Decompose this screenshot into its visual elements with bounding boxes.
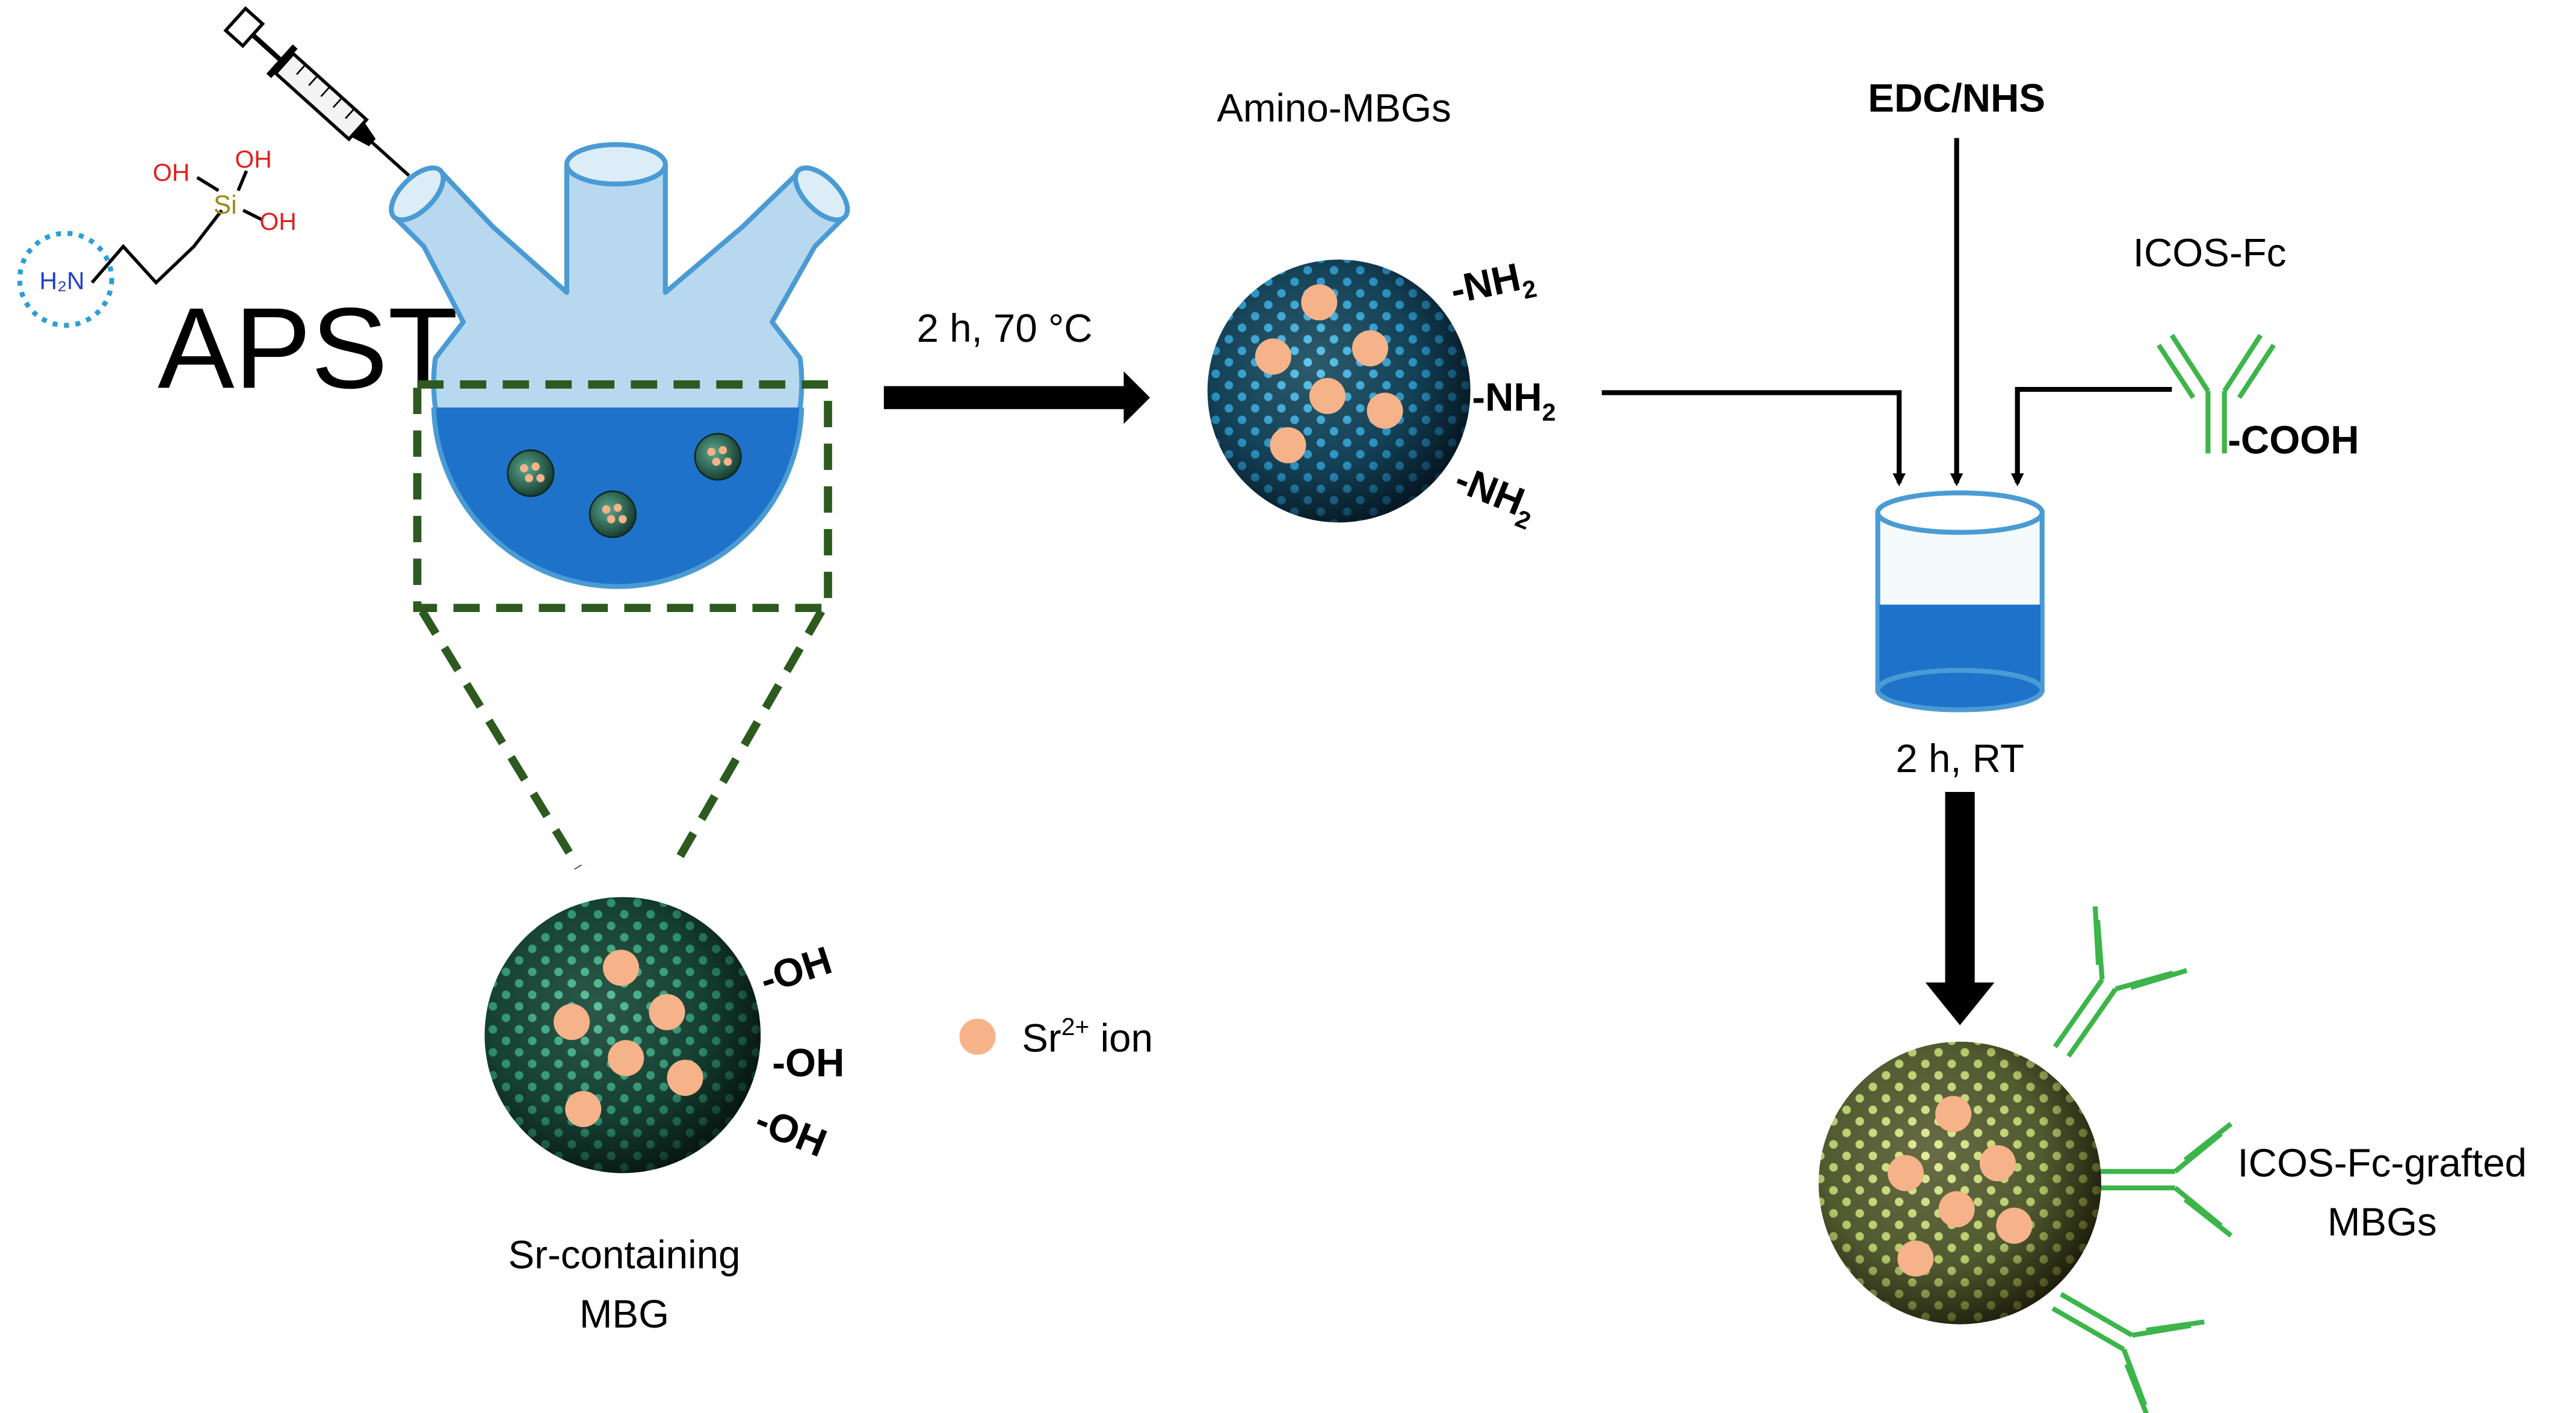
nh2-group-middle: -NH2 — [1472, 376, 1555, 426]
zoom-line-left — [418, 609, 582, 870]
three-neck-flask — [389, 142, 850, 589]
oh-group-bottom: -OH — [749, 1098, 833, 1166]
sr-ion — [1935, 1096, 1972, 1133]
sr-ion — [1996, 1207, 2033, 1244]
coupling-condition: 2 h, RT — [1895, 737, 2024, 781]
antibody-icon — [2157, 333, 2276, 454]
sr-ion — [1301, 284, 1338, 321]
hydroxyl-left: OH — [153, 158, 190, 186]
step1-arrow — [883, 371, 1151, 424]
amino-mbg-particle — [1207, 259, 1471, 523]
amino-mbg-label: Amino-MBGs — [1217, 86, 1451, 130]
amine-label: H₂N — [40, 267, 85, 295]
edc-nhs-label: EDC/NHS — [1868, 76, 2045, 120]
icos-fc-label: ICOS-Fc — [2133, 230, 2287, 274]
sr-mbg-label-line1: Sr-containing — [508, 1233, 740, 1277]
apst-molecule: H₂N Si OH OH OH APST — [17, 145, 458, 412]
sr-ion — [602, 950, 640, 986]
sr-ion — [1897, 1240, 1934, 1277]
sr-ion — [667, 1059, 703, 1096]
bond-si-oh-right — [242, 209, 264, 222]
sr-mbg-label-line2: MBG — [579, 1292, 669, 1336]
cooh-group: -COOH — [2228, 418, 2359, 462]
hydroxyl-right: OH — [259, 208, 296, 235]
step1-condition: 2 h, 70 °C — [916, 306, 1092, 350]
grafted-mbg-particle — [1818, 1041, 2101, 1325]
oh-group-middle: -OH — [772, 1040, 844, 1084]
flask-neck-left-rim — [389, 165, 446, 223]
nh2-group-top: -NH2 — [1447, 252, 1539, 318]
sr-ion — [1255, 338, 1291, 375]
sr-ion — [1979, 1145, 2016, 1182]
sr-ion — [608, 1040, 644, 1077]
silicon-label: Si — [214, 190, 237, 220]
amino-feed-arrow — [1601, 390, 1906, 487]
flask-neck-right-rim — [792, 165, 850, 223]
sr-ion — [1888, 1155, 1924, 1192]
sr-ion — [565, 1090, 602, 1127]
bond-si-oh-top — [236, 170, 249, 191]
legend-swatch — [959, 1018, 996, 1055]
product-label-line2: MBGs — [2327, 1200, 2437, 1244]
reaction-beaker — [1875, 490, 2045, 713]
hydroxyl-top: OH — [235, 145, 271, 173]
sr-ion — [554, 1004, 590, 1040]
grafted-antibodies — [2051, 906, 2233, 1413]
flask-neck-center-rim — [564, 142, 668, 187]
step2-arrow — [1925, 791, 1995, 1025]
sr-ion — [1938, 1191, 1975, 1228]
antibody-feed-arrow — [2010, 386, 2172, 487]
legend-sr-ion: Sr2+ ion — [959, 1013, 1153, 1060]
sr-ion — [1351, 330, 1389, 366]
zoom-line-right — [670, 609, 826, 870]
nh2-group-bottom: -NH2 — [1447, 457, 1543, 535]
legend-label: Sr2+ ion — [1022, 1013, 1153, 1060]
sr-ion — [1309, 377, 1346, 415]
sr-ion — [1367, 392, 1403, 429]
sr-mbg-particle — [484, 897, 761, 1173]
zoom-box — [413, 380, 832, 613]
zoom-indicator — [413, 380, 832, 870]
oh-group-top: -OH — [755, 938, 837, 1003]
sr-ion — [1270, 427, 1306, 463]
suspended-particles — [507, 433, 742, 539]
propyl-chain — [90, 209, 223, 285]
product-label-line1: ICOS-Fc-grafted — [2238, 1141, 2527, 1185]
syringe-icon — [223, 6, 410, 177]
sr-ion — [649, 994, 685, 1030]
amine-highlight-ring — [17, 230, 114, 328]
apst-label: APST — [158, 284, 458, 412]
bond-si-oh-left — [196, 176, 220, 193]
